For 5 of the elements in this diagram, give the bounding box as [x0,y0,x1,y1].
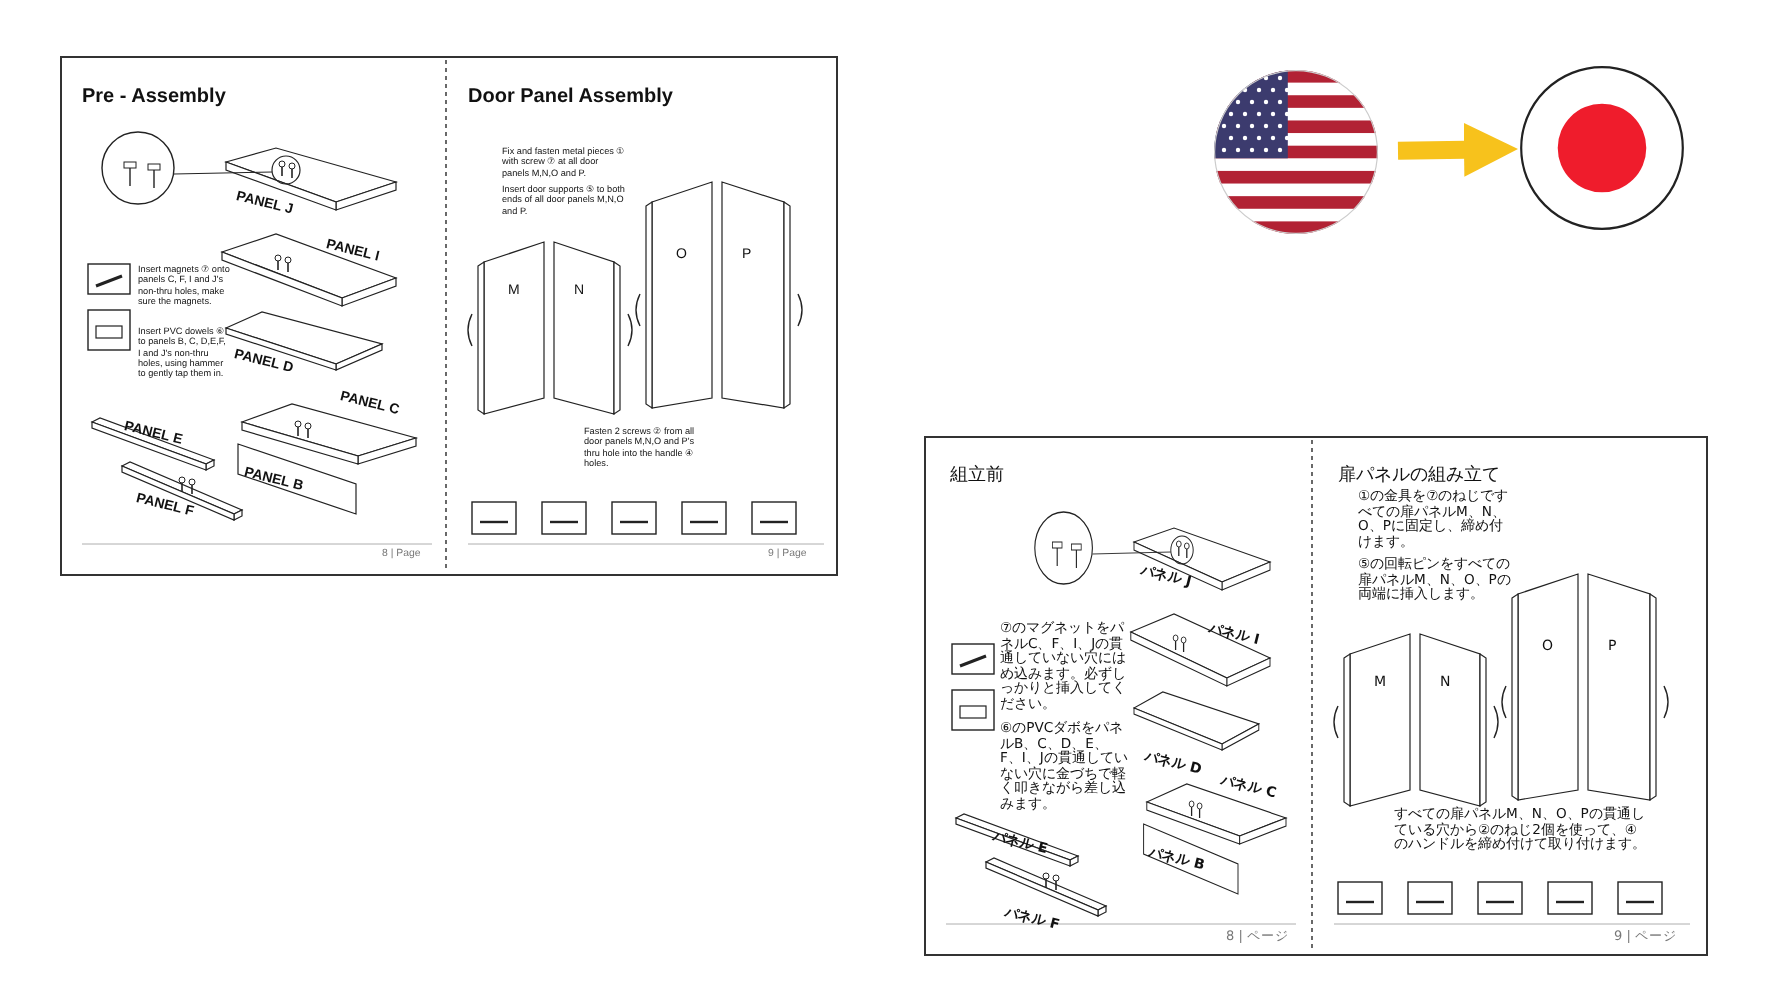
page-title: 扉パネルの組み立て [1338,466,1502,487]
page-title: 組立前 [950,466,1006,487]
page-title: Door Panel Assembly [468,86,675,109]
page-title: Pre - Assembly [82,86,228,109]
arrow [1397,122,1518,177]
